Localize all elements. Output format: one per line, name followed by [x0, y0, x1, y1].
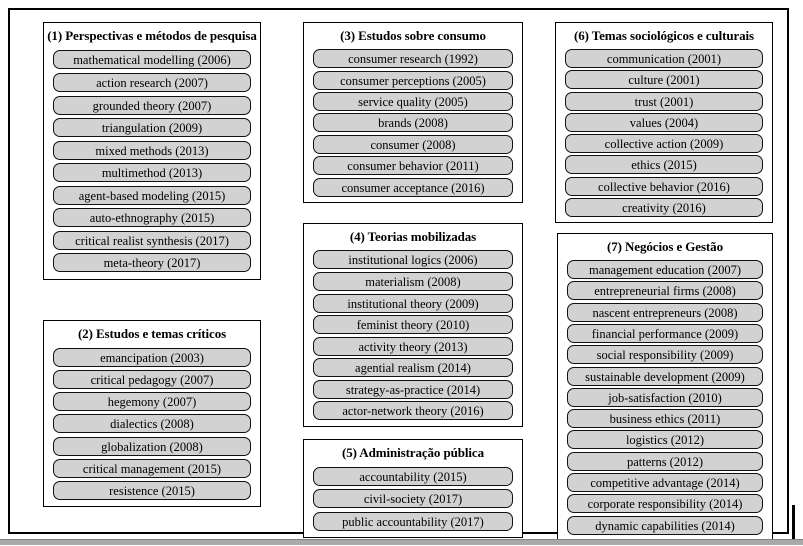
category-title: (4) Teorias mobilizadas — [349, 229, 477, 244]
keyword-pill: financial performance (2009) — [567, 323, 763, 343]
category-title: (7) Negócios e Gestão — [607, 239, 723, 254]
keyword-pill: materialism (2008) — [313, 271, 513, 291]
category-box-estudos-consumo: (3) Estudos sobre consumo consumer resea… — [303, 22, 523, 203]
category-title: (3) Estudos sobre consumo — [340, 28, 486, 43]
keyword-pill: consumer perceptions (2005) — [313, 70, 513, 90]
keyword-pill: accountability (2015) — [313, 467, 513, 487]
keyword-pill: service quality (2005) — [313, 92, 513, 112]
category-box-estudos-temas-criticos: (2) Estudos e temas críticos emancipatio… — [43, 320, 261, 507]
keyword-pill: values (2004) — [565, 112, 763, 132]
keyword-pill: job-satisfaction (2010) — [567, 387, 763, 407]
keyword-pill: patterns (2012) — [567, 451, 763, 471]
keyword-pill: competitive advantage (2014) — [567, 472, 763, 492]
keyword-pill: corporate responsibility (2014) — [567, 494, 763, 514]
keyword-pill: public accountability (2017) — [313, 511, 513, 531]
keyword-pill: creativity (2016) — [565, 197, 763, 217]
keyword-pill: consumer research (1992) — [313, 49, 513, 69]
keyword-pill: emancipation (2003) — [53, 348, 251, 367]
keyword-pill: hegemony (2007) — [53, 392, 251, 412]
keyword-pill: consumer (2008) — [313, 134, 513, 154]
category-title: (6) Temas sociológicos e culturais — [573, 28, 755, 43]
keyword-pill: action research (2007) — [53, 72, 251, 92]
category-box-perspectivas-metodos: (1) Perspectivas e métodos de pesquisa m… — [43, 22, 261, 280]
category-title: (2) Estudos e temas críticos — [77, 326, 227, 341]
keyword-pill: nascent entrepreneurs (2008) — [567, 302, 763, 322]
keyword-pill: agent-based modeling (2015) — [53, 185, 251, 205]
keyword-pill: collective behavior (2016) — [565, 176, 763, 196]
keyword-pill: globalization (2008) — [53, 436, 251, 456]
keyword-pill: civil-society (2017) — [313, 489, 513, 509]
category-box-teorias-mobilizadas: (4) Teorias mobilizadas institutional lo… — [303, 223, 523, 427]
keyword-pill: critical management (2015) — [53, 458, 251, 478]
keyword-pill: culture (2001) — [565, 70, 763, 90]
keyword-list: emancipation (2003) critical pedagogy (20… — [44, 344, 260, 506]
keyword-pill: strategy-as-practice (2014) — [313, 379, 513, 399]
keyword-pill: management education (2007) — [567, 260, 763, 280]
keyword-list: management education (2007)entrepreneuri… — [558, 257, 772, 540]
keyword-pill: critical pedagogy (2007) — [53, 370, 251, 390]
keyword-pill: dialectics (2008) — [53, 414, 251, 434]
keyword-pill: trust (2001) — [565, 91, 763, 111]
keyword-pill: communication (2001) — [565, 49, 763, 69]
keyword-pill: actor-network theory (2016) — [313, 401, 513, 421]
keyword-pill: consumer acceptance (2016) — [313, 177, 513, 197]
category-title: (5) Administração pública — [342, 445, 484, 460]
keyword-pill: multimethod (2013) — [53, 163, 251, 183]
keyword-pill: logistics (2012) — [567, 430, 763, 450]
keyword-pill: ethics (2015) — [565, 155, 763, 175]
category-box-temas-sociologicos-culturais: (6) Temas sociológicos e culturais commu… — [555, 22, 773, 223]
category-title: (1) Perspectivas e métodos de pesquisa — [47, 28, 257, 43]
keyword-list: mathematical modelling (2006)action rese… — [44, 46, 260, 279]
keyword-list: institutional logics (2006)materialism (… — [304, 247, 522, 426]
figure-border: (1) Perspectivas e métodos de pesquisa m… — [8, 8, 789, 541]
keyword-pill: institutional logics (2006) — [313, 250, 513, 270]
keyword-list: accountability (2015)civil-society (2017… — [304, 463, 522, 537]
category-box-negocios-gestao: (7) Negócios e Gestão management educati… — [557, 233, 773, 541]
keyword-pill: mixed methods (2013) — [53, 140, 251, 160]
text-cursor — [792, 505, 795, 539]
keyword-pill: critical realist synthesis (2017) — [53, 230, 251, 250]
keyword-pill: social responsibility (2009) — [567, 345, 763, 365]
keyword-pill: grounded theory (2007) — [53, 95, 251, 115]
keyword-pill: mathematical modelling (2006) — [53, 50, 251, 70]
keyword-pill: resistence (2015) — [53, 480, 251, 500]
keyword-pill: triangulation (2009) — [53, 118, 251, 138]
keyword-pill: auto-ethnography (2015) — [53, 208, 251, 228]
keyword-pill: agential realism (2014) — [313, 358, 513, 378]
keyword-list: communication (2001)culture (2001)trust … — [556, 46, 772, 222]
keyword-pill: entrepreneurial firms (2008) — [567, 281, 763, 301]
keyword-pill: sustainable development (2009) — [567, 366, 763, 386]
keyword-pill: dynamic capabilities (2014) — [567, 515, 763, 535]
category-box-administracao-publica: (5) Administração pública accountability… — [303, 439, 523, 538]
keyword-pill: collective action (2009) — [565, 134, 763, 154]
keyword-pill: feminist theory (2010) — [313, 315, 513, 335]
keyword-pill: business ethics (2011) — [567, 409, 763, 429]
keyword-pill: institutional theory (2009) — [313, 293, 513, 313]
window-edge — [0, 539, 803, 545]
keyword-list: consumer research (1992)consumer percept… — [304, 46, 522, 202]
keyword-pill: brands (2008) — [313, 113, 513, 133]
keyword-pill: meta-theory (2017) — [53, 253, 251, 273]
keyword-pill: activity theory (2013) — [313, 336, 513, 356]
keyword-pill: consumer behavior (2011) — [313, 156, 513, 176]
